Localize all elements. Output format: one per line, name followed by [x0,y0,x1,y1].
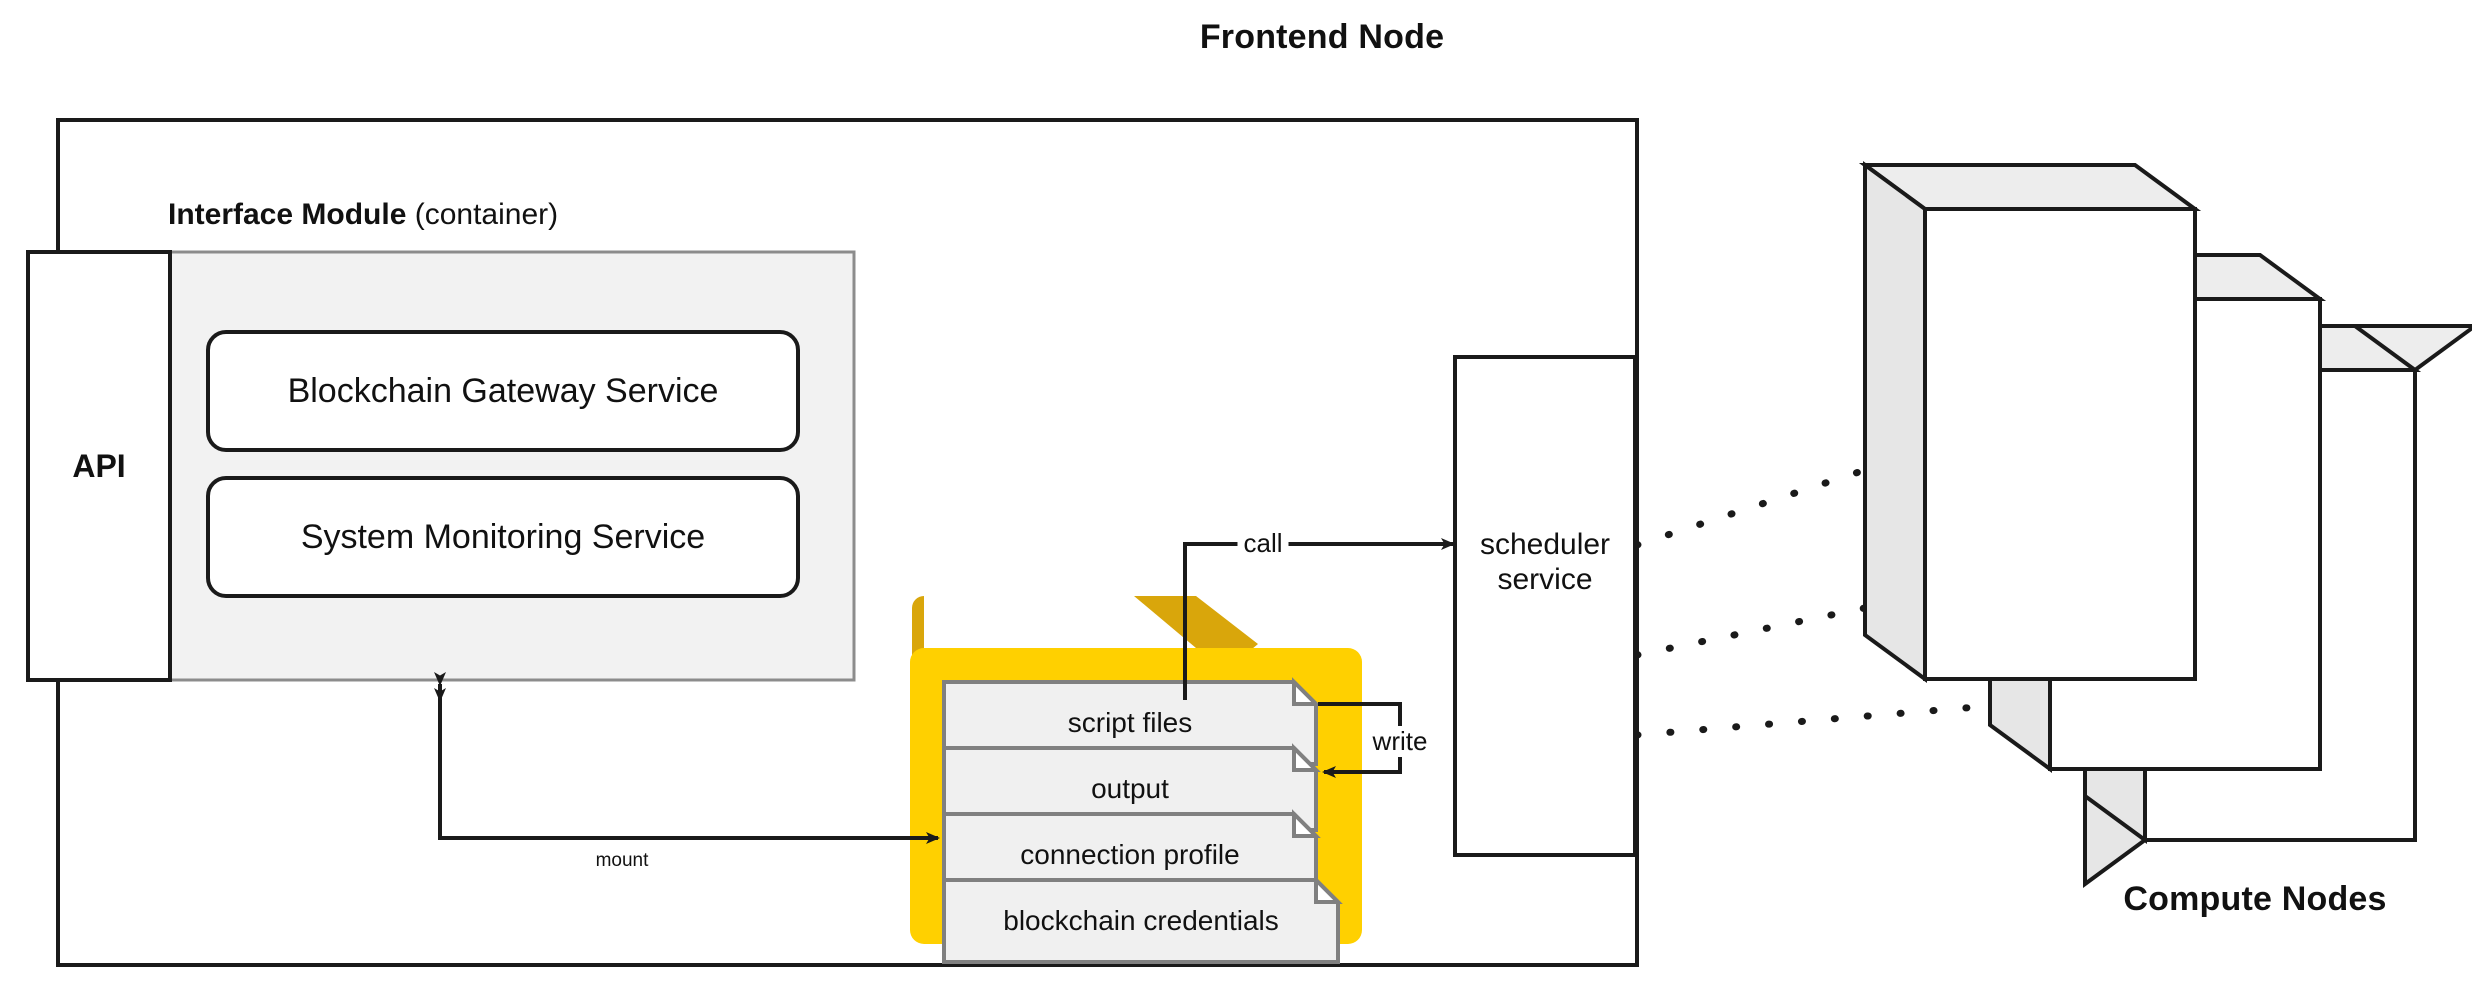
service-box-blockchain-gateway [206,330,800,452]
service-label-system-monitoring: System Monitoring Service [300,517,706,556]
file-label-blockchain-credentials: blockchain credentials [1003,905,1279,936]
interface-module-title-bold: Interface Module [168,198,407,231]
scheduler-service-label-line2: service [1497,562,1593,596]
interface-module-title-rest: (container) [406,198,559,231]
edge-label-call: call [1237,528,1289,559]
interface-module-title: Interface Module (container) [168,198,558,232]
edge-call [1183,538,1455,700]
scheduler-service-label-line1: scheduler [1479,528,1611,561]
file-card-blockchain-credentials [942,875,1343,964]
service-box-system-monitoring [206,476,800,598]
file-label-connection-profile: connection profile [1020,839,1240,870]
dotted-link-node-2 [1633,584,1966,659]
file-label-output: output [1091,773,1169,804]
compute-nodes-title: Compute Nodes [2123,880,2387,918]
api-box-label: API [72,447,126,484]
compute-node-1 [1858,161,2202,683]
service-label-blockchain-gateway: Blockchain Gateway Service [287,371,719,410]
scheduler-service-box [1453,355,1637,857]
dotted-link-node-1 [1633,466,1869,549]
frontend-node-title: Frontend Node [1199,18,1445,56]
api-box [26,250,172,682]
file-card-output [942,743,1321,832]
edge-label-mount: mount [589,850,655,872]
folder-tab-slot [953,612,1075,640]
edge-mount [434,672,940,844]
interface-module-box [166,250,856,682]
scheduler-service-label: scheduler service [1480,528,1610,597]
edge-label-write: write [1366,726,1434,757]
file-label-script-files: script files [1067,707,1193,738]
